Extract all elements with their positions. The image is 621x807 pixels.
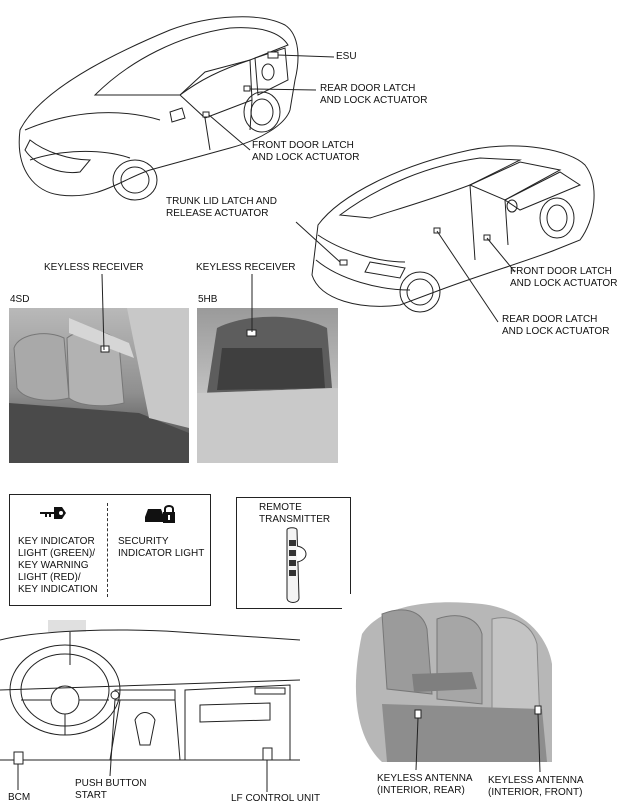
cargo-area-photo-5hb — [197, 308, 338, 463]
keyless-receiver-label-5hb: KEYLESS RECEIVER — [196, 262, 296, 273]
front-door-latch-label-rear: FRONT DOOR LATCH AND LOCK ACTUATOR — [510, 266, 618, 289]
bcm-label: BCM — [8, 792, 31, 803]
remote-key-icon — [286, 527, 307, 603]
esu-label: ESU — [336, 51, 357, 62]
lf-control-unit-label: LF CONTROL UNIT — [231, 793, 321, 804]
keyless-antenna-front-label: KEYLESS ANTENNA (INTERIOR, FRONT) — [488, 775, 584, 798]
keyless-antenna-rear-label: KEYLESS ANTENNA (INTERIOR, REAR) — [377, 773, 473, 796]
rear-door-latch-label-rear: REAR DOOR LATCH AND LOCK ACTUATOR — [502, 314, 610, 337]
car-lock-icon — [145, 505, 175, 523]
keyless-receiver-label-4sd: KEYLESS RECEIVER — [44, 262, 144, 273]
variant-5hb-label: 5HB — [198, 294, 218, 305]
variant-4sd-label: 4SD — [10, 294, 30, 305]
front-door-latch-label-top: FRONT DOOR LATCH AND LOCK ACTUATOR — [252, 140, 360, 163]
push-button-start-label: PUSH BUTTON START — [75, 778, 147, 801]
rear-door-latch-label-top: REAR DOOR LATCH AND LOCK ACTUATOR — [320, 83, 428, 106]
trunk-lid-label: TRUNK LID LATCH AND RELEASE ACTUATOR — [166, 196, 277, 219]
remote-transmitter-label: REMOTE TRANSMITTER — [259, 502, 331, 525]
key-icon — [40, 507, 66, 519]
key-indicator-label: KEY INDICATOR LIGHT (GREEN)/ KEY WARNING… — [18, 536, 98, 595]
remote-transmitter-panel: REMOTE TRANSMITTER — [236, 497, 351, 609]
interior-antenna-photo — [342, 594, 552, 762]
security-indicator-label: SECURITY INDICATOR LIGHT — [118, 536, 205, 559]
rear-seat-photo-4sd — [9, 308, 189, 463]
indicator-panel: KEY INDICATOR LIGHT (GREEN)/ KEY WARNING… — [9, 494, 211, 606]
